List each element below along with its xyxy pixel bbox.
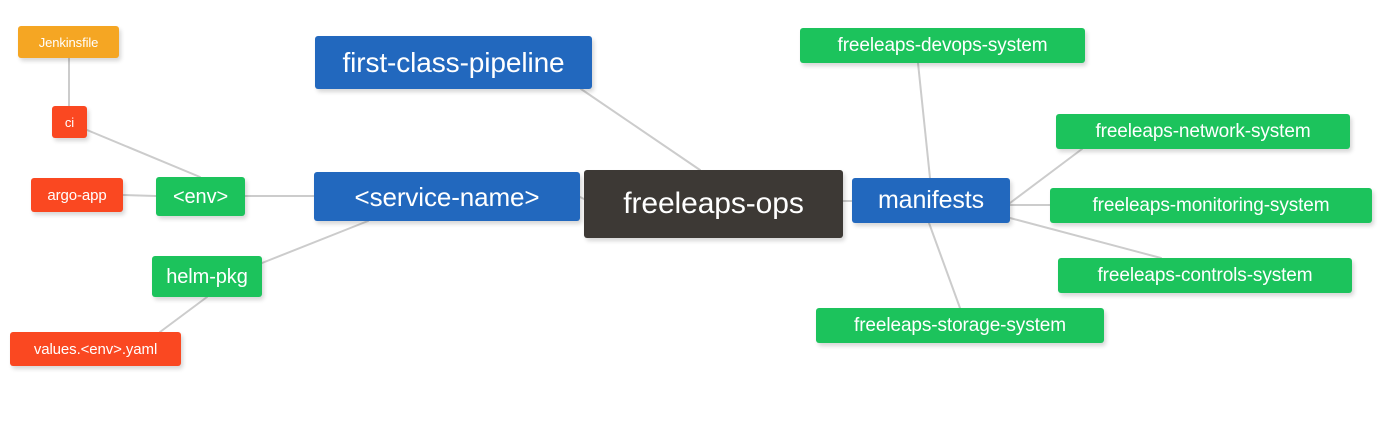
node-label-helm-pkg: helm-pkg	[166, 265, 248, 288]
node-label-values-env-yaml: values.<env>.yaml	[33, 340, 158, 358]
node-label-ci: ci	[64, 114, 75, 130]
node-env[interactable]: <env>	[156, 177, 245, 216]
node-freeleaps-devops-system[interactable]: freeleaps-devops-system	[800, 28, 1085, 63]
node-label-freeleaps-ops: freeleaps-ops	[623, 187, 804, 220]
node-label-freeleaps-monitoring-system: freeleaps-monitoring-system	[1092, 195, 1330, 216]
node-jenkinsfile[interactable]: Jenkinsfile	[18, 26, 119, 58]
node-label-first-class-pipeline: first-class-pipeline	[342, 46, 565, 78]
node-label-freeleaps-storage-system: freeleaps-storage-system	[854, 315, 1066, 336]
node-values-env-yaml[interactable]: values.<env>.yaml	[10, 332, 181, 366]
node-label-freeleaps-network-system: freeleaps-network-system	[1095, 121, 1311, 142]
node-label-argo-app: argo-app	[47, 186, 107, 204]
node-label-env: <env>	[172, 185, 229, 208]
node-first-class-pipeline[interactable]: first-class-pipeline	[315, 36, 592, 89]
node-label-jenkinsfile: Jenkinsfile	[38, 34, 99, 50]
node-label-manifests: manifests	[877, 186, 985, 214]
node-service-name[interactable]: <service-name>	[314, 172, 580, 221]
node-label-freeleaps-devops-system: freeleaps-devops-system	[837, 35, 1048, 56]
node-freeleaps-controls-system[interactable]: freeleaps-controls-system	[1058, 258, 1352, 293]
node-label-freeleaps-controls-system: freeleaps-controls-system	[1097, 265, 1313, 286]
node-argo-app[interactable]: argo-app	[31, 178, 123, 212]
node-freeleaps-storage-system[interactable]: freeleaps-storage-system	[816, 308, 1104, 343]
node-manifests[interactable]: manifests	[852, 178, 1010, 223]
node-label-service-name: <service-name>	[354, 181, 540, 212]
node-freeleaps-ops[interactable]: freeleaps-ops	[584, 170, 843, 238]
node-freeleaps-monitoring-system[interactable]: freeleaps-monitoring-system	[1050, 188, 1372, 223]
node-freeleaps-network-system[interactable]: freeleaps-network-system	[1056, 114, 1350, 149]
node-helm-pkg[interactable]: helm-pkg	[152, 256, 262, 297]
node-ci[interactable]: ci	[52, 106, 87, 138]
